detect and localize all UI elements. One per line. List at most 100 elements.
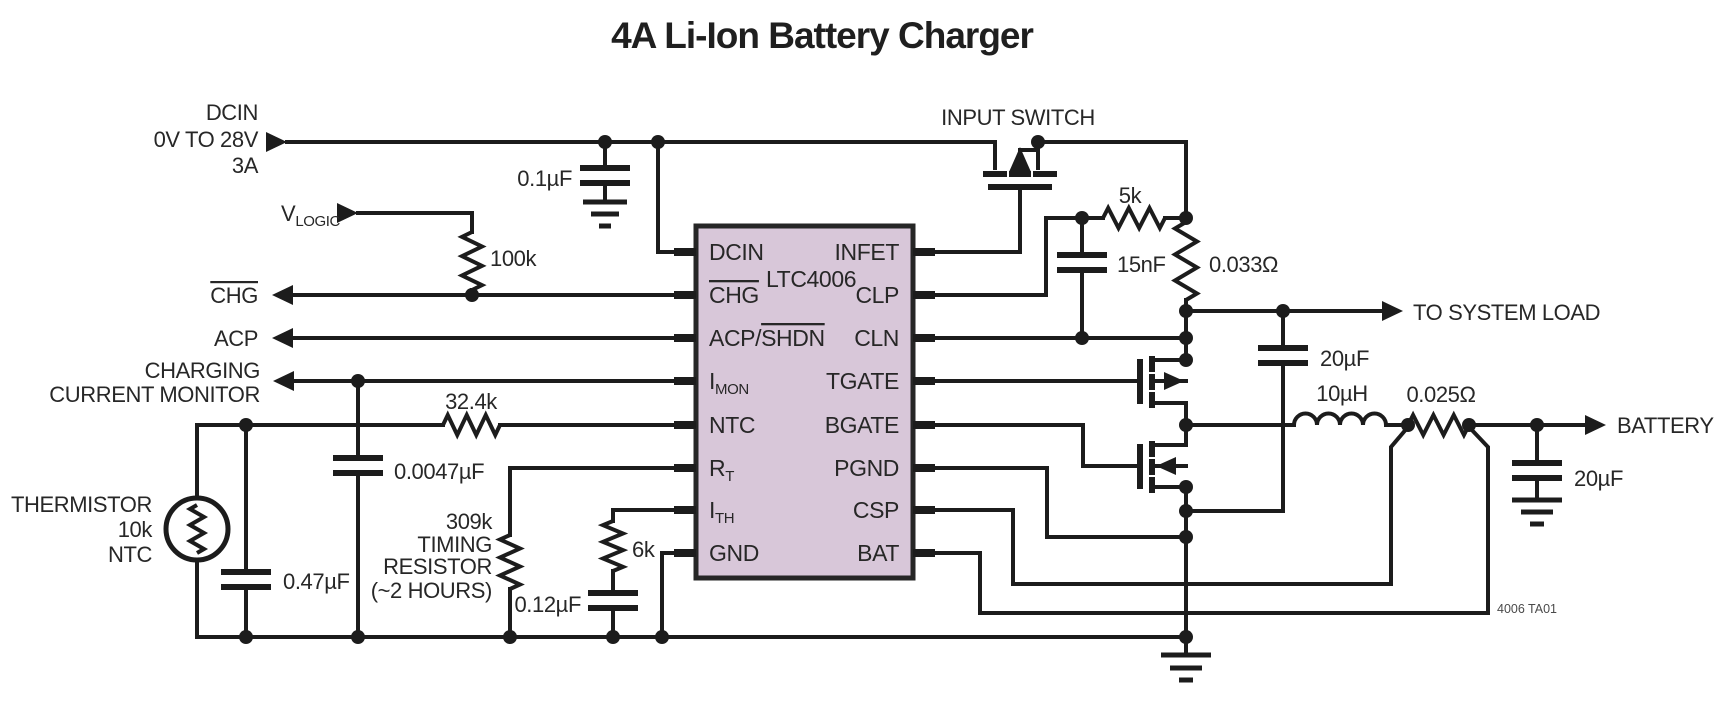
wire-bat-sense (911, 424, 1490, 615)
junction-dots (239, 135, 1544, 644)
pin-label-pgnd: PGND (834, 455, 899, 481)
label-dcin-1: DCIN (206, 100, 258, 125)
inductor-10uH (1292, 411, 1388, 426)
pin-label-imon: IMON (709, 368, 749, 398)
label-dcin-2: 0V TO 28V (154, 127, 259, 152)
ic-ltc4006: LTC4006 DCIN CHG ACP/SHDN IMON NTC RT IT… (674, 223, 935, 581)
component-symbols (163, 147, 1562, 683)
label-battery: BATTERY (1617, 413, 1714, 438)
pin-label-bat: BAT (857, 540, 899, 566)
capacitor-cin-plates (580, 165, 630, 186)
label-thermistor-3: NTC (108, 542, 153, 567)
pin-label-infet: INFET (835, 239, 900, 265)
label-acp: ACP (214, 326, 258, 351)
label-0033: 0.033Ω (1209, 252, 1278, 277)
label-rt-4: (~2 HOURS) (371, 578, 492, 603)
pin-label-rt: RT (709, 455, 734, 485)
capacitor-cload-plates (1258, 345, 1308, 366)
label-imon-1: CHARGING (145, 358, 260, 383)
wire-cload (1184, 309, 1285, 513)
wire-csp-sense (911, 424, 1411, 586)
wire-top-rail-left (285, 140, 1188, 224)
pin-label-clp: CLP (855, 282, 899, 308)
io-arrows (266, 132, 1606, 435)
wire-dcin-pin-branch (656, 140, 698, 254)
wire-infet-gate (911, 187, 1022, 254)
label-cntc: 0.47µF (283, 569, 350, 594)
pin-label-cln: CLN (854, 325, 899, 351)
resistor-0033 (1171, 220, 1201, 302)
label-6k: 6k (632, 537, 656, 562)
label-figure-note: 4006 TA01 (1497, 602, 1557, 616)
system-load-arrow (1382, 301, 1403, 321)
pin-label-bgate: BGATE (825, 412, 899, 438)
label-rt-3: RESISTOR (383, 554, 492, 579)
pin-label-gnd: GND (709, 540, 759, 566)
wire-bgate (911, 423, 1140, 468)
label-cith: 0.12µF (514, 592, 581, 617)
pin-label-dcin: DCIN (709, 239, 764, 265)
acp-arrow (272, 328, 293, 348)
label-cload: 20µF (1320, 346, 1369, 371)
labels: DCIN 0V TO 28V 3A VLOGIC CHG ACP CHARGIN… (11, 100, 1715, 617)
capacitor-cbat-plates (1512, 460, 1562, 481)
imon-arrow (273, 371, 294, 391)
resistor-0025 (1406, 410, 1471, 440)
wire-gnd-pin (660, 551, 698, 639)
resistor-100k (457, 230, 487, 292)
schematic-title: 4A Li-Ion Battery Charger (611, 15, 1033, 56)
pin-label-tgate: TGATE (826, 368, 899, 394)
label-system-load: TO SYSTEM LOAD (1413, 300, 1600, 325)
pin-label-ith: ITH (709, 497, 734, 527)
label-10uh: 10µH (1316, 381, 1367, 406)
label-32k4: 32.4k (445, 389, 498, 414)
label-rt-2: TIMING (417, 532, 492, 557)
mosfet-tgate-arrow (1164, 372, 1184, 390)
mosfet-bgate (1137, 441, 1188, 493)
capacitor-cimon-plates (333, 455, 383, 476)
mosfet-input-arrow (1009, 147, 1031, 172)
pin-label-ntc: NTC (709, 412, 755, 438)
label-input-switch: INPUT SWITCH (941, 105, 1095, 130)
label-thermistor-2: 10k (118, 517, 154, 542)
wire-ith (611, 508, 698, 639)
label-vlogic: VLOGIC (281, 201, 341, 230)
ic-name: LTC4006 (766, 266, 856, 292)
label-rt-1: 309k (446, 509, 494, 534)
label-15nf: 15nF (1117, 252, 1166, 277)
label-100k: 100k (490, 246, 538, 271)
ground-symbol-cbat (1512, 497, 1562, 527)
label-thermistor-1: THERMISTOR (11, 492, 152, 517)
label-chg: CHG (210, 283, 258, 308)
mosfet-tgate (1137, 356, 1188, 408)
mosfet-input-switch (983, 147, 1057, 190)
label-dcin-3: 3A (232, 153, 259, 178)
dcin-arrow (266, 132, 287, 152)
pin-label-csp: CSP (853, 497, 899, 523)
resistor-309k (495, 533, 525, 591)
ic-pin-stubs (674, 248, 935, 557)
thermistor-element (185, 503, 209, 555)
ic-body (693, 223, 916, 581)
capacitor-cntc-plates (221, 569, 271, 590)
label-imon-2: CURRENT MONITOR (49, 382, 260, 407)
resistor-5k (1101, 203, 1167, 233)
ground-symbol-main (1161, 652, 1211, 683)
wire-rt (508, 466, 698, 639)
pin-label-acp-shdn: ACP/SHDN (709, 325, 825, 351)
chg-arrow (272, 285, 293, 305)
pin-label-chg: CHG (709, 282, 759, 308)
label-cimon: 0.0047µF (394, 459, 484, 484)
label-cin: 0.1µF (517, 166, 572, 191)
ground-symbol-cin (583, 199, 627, 229)
label-cbat: 20µF (1574, 466, 1623, 491)
resistor-6k (597, 519, 629, 573)
capacitor-cith-plates (588, 590, 638, 611)
label-0025: 0.025Ω (1406, 382, 1475, 407)
capacitor-15nf-plates (1057, 252, 1107, 273)
battery-arrow (1585, 415, 1606, 435)
mosfet-bgate-arrow (1156, 457, 1176, 475)
label-5k: 5k (1119, 183, 1143, 208)
